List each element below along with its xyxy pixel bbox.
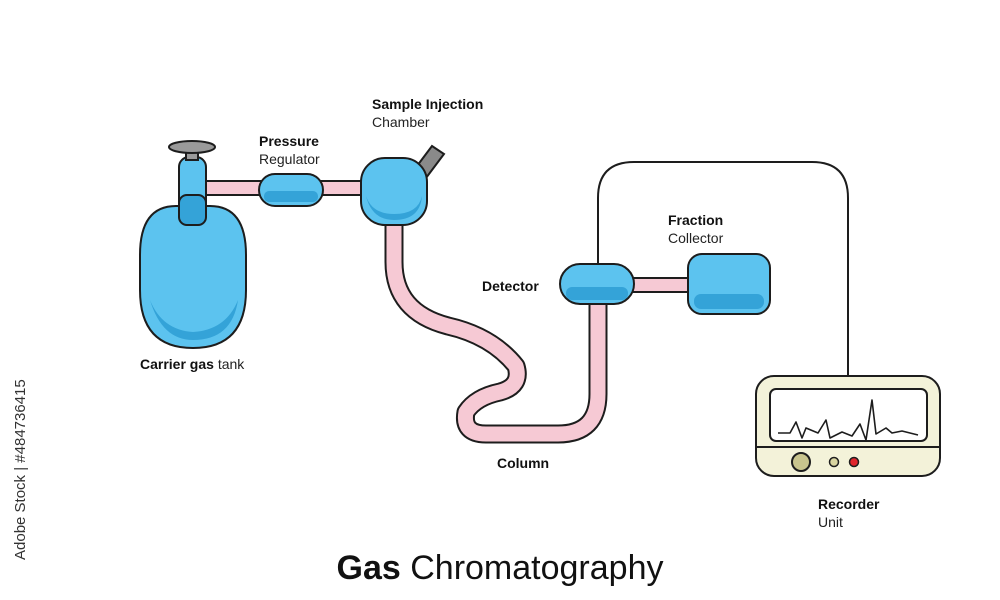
label-sample-injection: Sample Injection Chamber — [372, 95, 483, 131]
gas-line — [204, 180, 369, 196]
indicator-light — [828, 456, 840, 468]
label-pressure-bold: Pressure — [259, 133, 319, 149]
label-injection-normal: Chamber — [372, 114, 430, 130]
label-column: Column — [497, 454, 549, 472]
label-fraction-normal: Collector — [668, 230, 724, 246]
recorder-unit — [755, 375, 941, 477]
label-column-bold: Column — [497, 455, 550, 471]
collector-line — [629, 277, 695, 293]
label-carrier-gas-tank: Carrier gas tank — [140, 355, 244, 373]
label-fraction-bold: Fraction — [668, 212, 724, 228]
recorder-knob — [791, 452, 811, 472]
page-title: Gas Chromatography — [0, 548, 1000, 588]
label-pressure-regulator: Pressure Regulator — [259, 132, 320, 168]
stock-watermark: Adobe Stock | #484736415 — [12, 379, 29, 560]
label-recorder-unit: Recorder Unit — [818, 495, 879, 531]
label-recorder-normal: Unit — [818, 514, 843, 530]
title-bold: Gas — [336, 549, 401, 587]
label-carrier-normal: tank — [217, 356, 245, 372]
carrier-gas-tank — [139, 140, 247, 350]
recorder-screen — [769, 388, 928, 442]
label-detector-bold: Detector — [482, 278, 539, 294]
title-normal: Chromatography — [410, 549, 664, 587]
label-detector: Detector — [482, 277, 539, 295]
label-pressure-normal: Regulator — [259, 151, 320, 167]
pressure-regulator — [258, 173, 324, 207]
chromatogram-trace — [778, 399, 919, 441]
label-carrier-bold: Carrier gas — [140, 356, 214, 372]
detector — [559, 263, 635, 305]
signal-wire — [597, 161, 849, 378]
label-recorder-bold: Recorder — [818, 496, 880, 512]
label-injection-bold: Sample Injection — [372, 96, 484, 112]
label-fraction-collector: Fraction Collector — [668, 211, 723, 247]
column-tube — [384, 212, 608, 444]
fraction-collector — [687, 253, 771, 315]
sample-injection-chamber — [360, 144, 446, 226]
indicator-light-red — [848, 456, 860, 468]
